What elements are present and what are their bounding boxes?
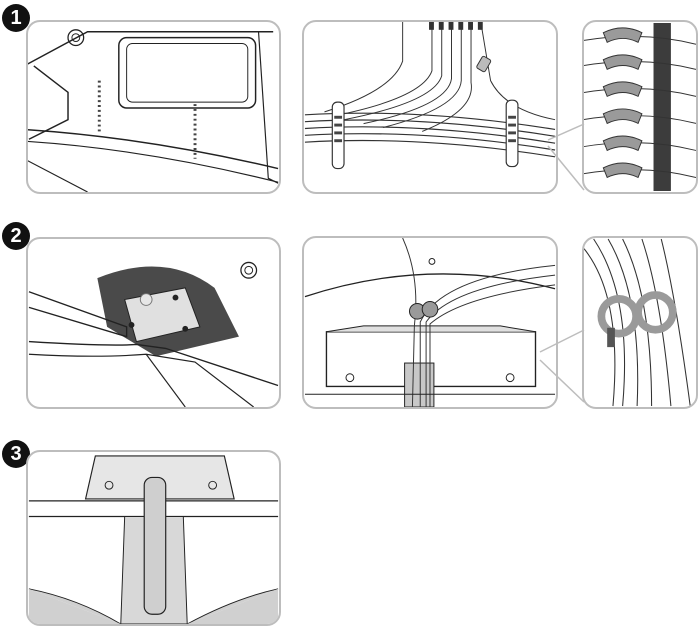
cable-cover-illustration bbox=[28, 455, 279, 624]
step-2-badge: 2 bbox=[2, 222, 30, 250]
tv-back-illustration bbox=[28, 29, 279, 192]
step1-tv-back-panel bbox=[26, 20, 281, 194]
step2-holder-detail-panel bbox=[582, 236, 698, 409]
cables-illustration bbox=[304, 22, 556, 170]
cable-holder-icon bbox=[304, 238, 556, 407]
step2-stand-base-panel bbox=[26, 237, 281, 409]
step-1-badge: 1 bbox=[2, 4, 30, 32]
step3-cable-cover-panel bbox=[26, 450, 281, 626]
step1-cables-clipped-panel bbox=[302, 20, 558, 194]
step2-cable-holder-panel bbox=[302, 236, 558, 409]
stand-neck-icon bbox=[28, 261, 279, 407]
cable-clip-icon bbox=[584, 23, 696, 191]
step1-clip-detail-panel bbox=[582, 20, 698, 194]
holder-detail-illustration bbox=[584, 238, 691, 407]
step-3-badge: 3 bbox=[2, 440, 30, 468]
